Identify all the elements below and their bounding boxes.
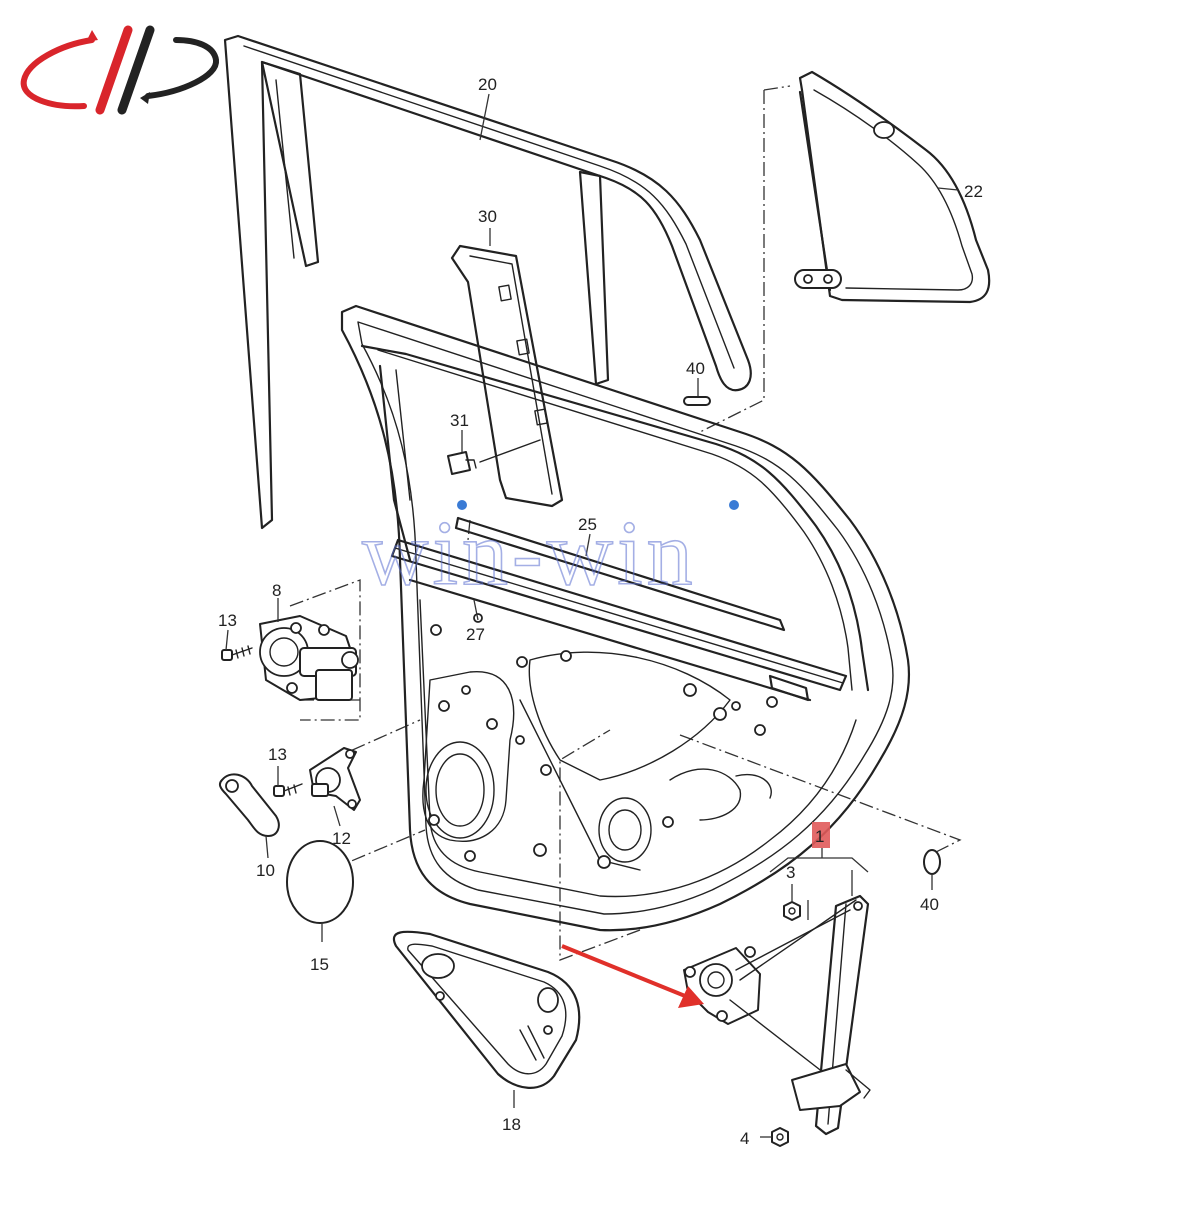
- label-part-12: 12: [332, 829, 351, 848]
- red-arrow: [561, 944, 704, 1008]
- window-regulator: [683, 894, 871, 1136]
- watermark: win-win: [361, 500, 739, 605]
- panel-seal: [392, 930, 581, 1089]
- label-part-13b: 13: [268, 745, 287, 764]
- quarter-glass: [794, 70, 991, 304]
- round-cover: [286, 840, 354, 924]
- screw-lower: [273, 783, 303, 797]
- watermark-text: win-win: [362, 502, 697, 604]
- label-part-22: 22: [964, 182, 983, 201]
- label-part-13a: 13: [218, 611, 237, 630]
- label-part-25: 25: [578, 515, 597, 534]
- label-part-18: 18: [502, 1115, 521, 1134]
- part-1-highlight: [812, 822, 830, 848]
- plug-top: [683, 396, 711, 406]
- door-panel: [340, 304, 911, 932]
- label-part-4: 4: [740, 1129, 749, 1148]
- label-part-31: 31: [450, 411, 469, 430]
- clip: [447, 439, 541, 475]
- label-part-3: 3: [786, 863, 795, 882]
- guide-rail: [450, 244, 564, 508]
- label-part-1: 1: [815, 827, 824, 846]
- crank-handle: [218, 773, 280, 837]
- brand-logo-icon: [20, 25, 219, 115]
- label-part-15: 15: [310, 955, 329, 974]
- screw-top: [221, 645, 253, 661]
- label-part-27: 27: [466, 625, 485, 644]
- regulator-gear: [309, 747, 361, 811]
- label-part-40b: 40: [920, 895, 939, 914]
- label-part-10: 10: [256, 861, 275, 880]
- label-part-40a: 40: [686, 359, 705, 378]
- nut-bottom: [771, 1127, 789, 1147]
- beltline-seal: [454, 516, 810, 702]
- nut-top: [783, 901, 801, 921]
- label-part-30: 30: [478, 207, 497, 226]
- window-motor: [259, 615, 359, 701]
- assembly-lines: [289, 85, 962, 961]
- window-run-channel: [223, 34, 752, 530]
- label-part-8: 8: [272, 581, 281, 600]
- plug-right: [923, 849, 941, 875]
- label-part-20: 20: [478, 75, 497, 94]
- leader-lines: [225, 93, 959, 1138]
